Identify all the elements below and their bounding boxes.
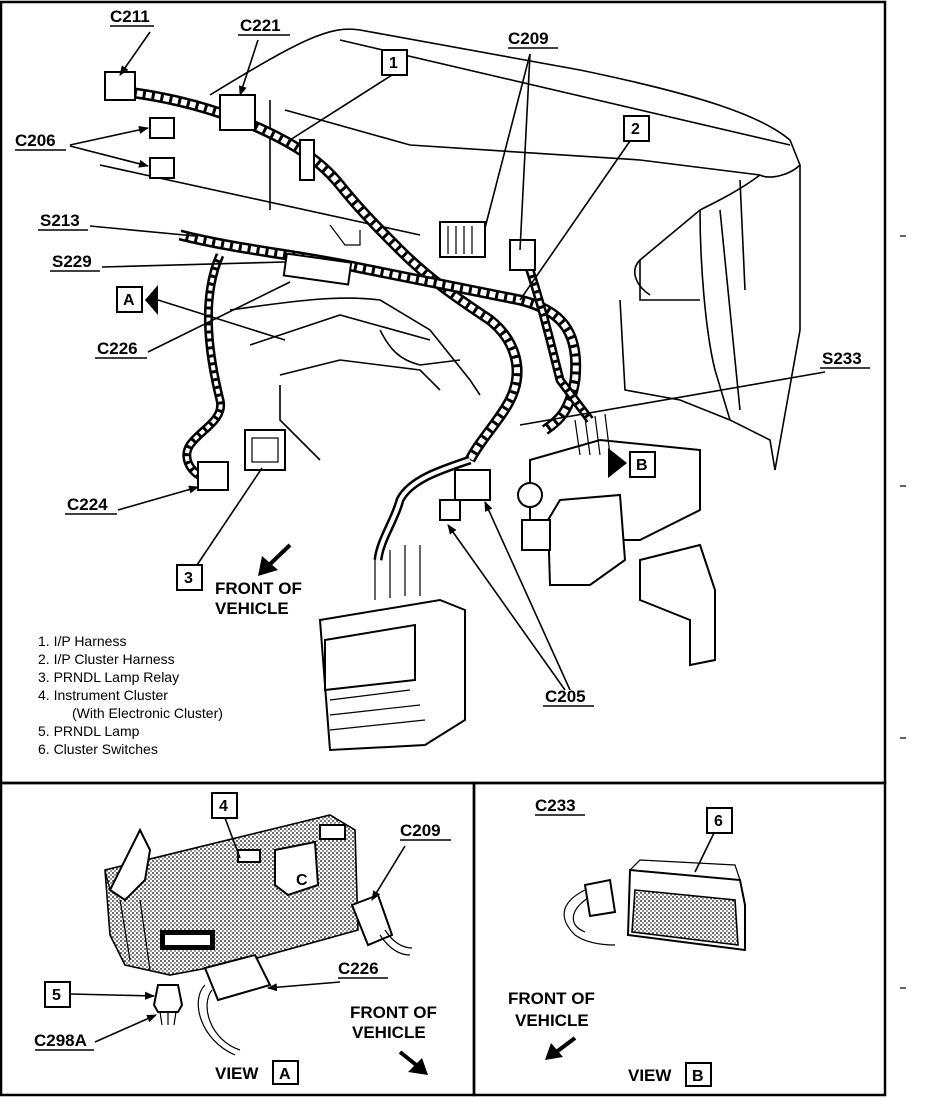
legend-item-4: 4. Instrument Cluster xyxy=(38,687,168,703)
view-b-marker: B xyxy=(636,457,648,474)
callout-6: 6 xyxy=(714,813,723,830)
margin-ticks xyxy=(900,235,906,989)
panel-frames xyxy=(0,0,887,1097)
callout-1: 1 xyxy=(389,55,398,72)
label-s229: S229 xyxy=(52,252,92,271)
label-c226-view: C226 xyxy=(338,959,379,978)
view-a-labels: 4 C209 C226 5 C298A FRONT OF VEHICLE VIE… xyxy=(34,798,441,1083)
label-c205: C205 xyxy=(545,687,586,706)
view-a-panel: C xyxy=(35,792,451,1085)
callout-3: 3 xyxy=(184,570,193,587)
label-c206: C206 xyxy=(15,131,56,150)
view-a-marker: A xyxy=(123,292,135,309)
main-labels: C211 C221 C209 C206 S213 S229 C226 S233 … xyxy=(15,7,862,706)
label-s233: S233 xyxy=(822,349,862,368)
legend-item-2: 2. I/P Cluster Harness xyxy=(38,651,175,667)
label-c226-main: C226 xyxy=(97,339,138,358)
label-c298a: C298A xyxy=(34,1031,87,1050)
callout-4: 4 xyxy=(219,798,228,815)
view-a-word: VIEW xyxy=(215,1064,259,1083)
view-a-letter: A xyxy=(279,1066,291,1083)
label-s213: S213 xyxy=(40,211,80,230)
label-c224: C224 xyxy=(67,495,108,514)
front-of-vehicle-b-1: FRONT OF xyxy=(508,989,595,1008)
legend-item-4-note: (With Electronic Cluster) xyxy=(72,705,223,721)
front-of-vehicle-b-2: VEHICLE xyxy=(515,1011,589,1030)
svg-text:C: C xyxy=(296,872,308,889)
view-b-letter: B xyxy=(692,1068,704,1085)
label-c209-view: C209 xyxy=(400,821,441,840)
label-c221: C221 xyxy=(240,16,281,35)
label-c209-main: C209 xyxy=(508,29,549,48)
legend: 1. I/P Harness 2. I/P Cluster Harness 3.… xyxy=(38,633,223,757)
callout-2: 2 xyxy=(631,121,640,138)
front-of-vehicle-a-1: FRONT OF xyxy=(350,1003,437,1022)
main-callouts xyxy=(15,25,870,707)
view-b-labels: C233 6 FRONT OF VEHICLE VIEW B xyxy=(508,796,723,1085)
front-of-vehicle-main-1: FRONT OF xyxy=(215,579,302,598)
legend-item-1: 1. I/P Harness xyxy=(38,633,126,649)
dashboard-illustration xyxy=(99,28,801,752)
view-b-word: VIEW xyxy=(628,1066,672,1085)
legend-item-6: 6. Cluster Switches xyxy=(38,741,158,757)
front-of-vehicle-main-2: VEHICLE xyxy=(215,599,289,618)
legend-item-5: 5. PRNDL Lamp xyxy=(38,723,140,739)
front-of-vehicle-a-2: VEHICLE xyxy=(352,1023,426,1042)
callout-5: 5 xyxy=(52,987,61,1004)
view-b-panel xyxy=(535,807,746,1087)
legend-item-3: 3. PRNDL Lamp Relay xyxy=(38,669,179,685)
label-c211: C211 xyxy=(110,7,150,26)
label-c233: C233 xyxy=(535,796,576,815)
